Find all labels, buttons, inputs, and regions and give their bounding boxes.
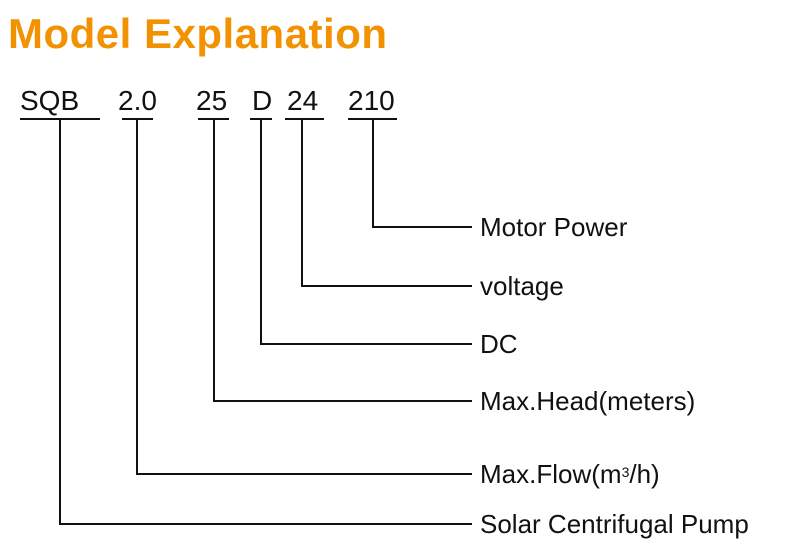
code-dc: D xyxy=(252,85,273,116)
label-motor-power: Motor Power xyxy=(480,212,628,242)
code-series: SQB xyxy=(20,85,80,116)
max-flow-superscript: 3 xyxy=(621,464,630,480)
code-voltage: 24 xyxy=(287,85,319,116)
leader-dc xyxy=(260,119,472,345)
code-flow: 2.0 xyxy=(118,85,157,116)
leader-solar-pump xyxy=(59,119,472,525)
page-title: Model Explanation xyxy=(8,10,388,57)
leader-max-flow xyxy=(136,119,472,475)
label-solar-pump: Solar Centrifugal Pump xyxy=(480,509,749,539)
label-voltage: voltage xyxy=(480,271,564,301)
code-power: 210 xyxy=(348,85,395,116)
label-dc: DC xyxy=(480,329,518,359)
label-max-head: Max.Head(meters) xyxy=(480,386,696,416)
max-flow-text: Max.Flow(m xyxy=(480,459,622,489)
leader-motor-power xyxy=(372,119,472,228)
max-flow-unit: /h) xyxy=(629,459,660,489)
label-max-flow: Max.Flow(m3/h) xyxy=(480,458,660,490)
code-head: 25 xyxy=(196,85,228,116)
leader-voltage xyxy=(301,119,472,287)
leader-max-head xyxy=(213,119,472,402)
